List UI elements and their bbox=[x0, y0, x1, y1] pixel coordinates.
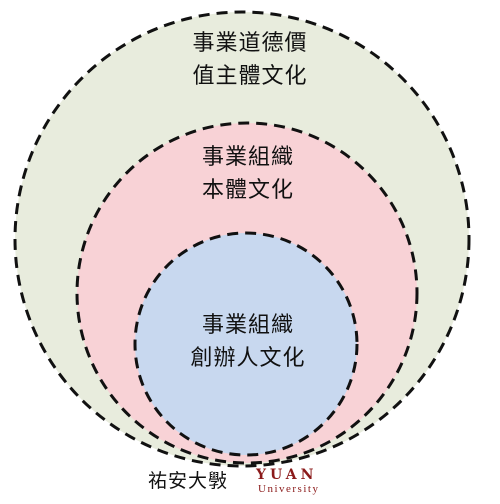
inner-layer-line-2: 創辦人文化 bbox=[190, 346, 306, 371]
middle-layer-label: 事業組織 本體文化 bbox=[128, 141, 368, 207]
university-name-en-bottom: University bbox=[258, 483, 320, 495]
inner-layer-label: 事業組織 創辦人文化 bbox=[128, 309, 368, 375]
university-name-en-top: YUAN bbox=[256, 467, 318, 483]
outer-layer-label: 事業道德價 值主體文化 bbox=[130, 27, 370, 93]
university-watermark: 祐安大斅 YUAN University bbox=[0, 464, 500, 500]
middle-layer-line-2: 本體文化 bbox=[201, 178, 294, 203]
inner-layer-line-1: 事業組織 bbox=[201, 313, 294, 338]
university-name-cn: 祐安大斅 bbox=[148, 470, 229, 492]
middle-layer-line-1: 事業組織 bbox=[201, 145, 294, 170]
outer-layer-line-2: 值主體文化 bbox=[192, 64, 308, 89]
outer-layer-line-1: 事業道德價 bbox=[192, 31, 308, 56]
inner-layer-circle bbox=[133, 231, 359, 457]
